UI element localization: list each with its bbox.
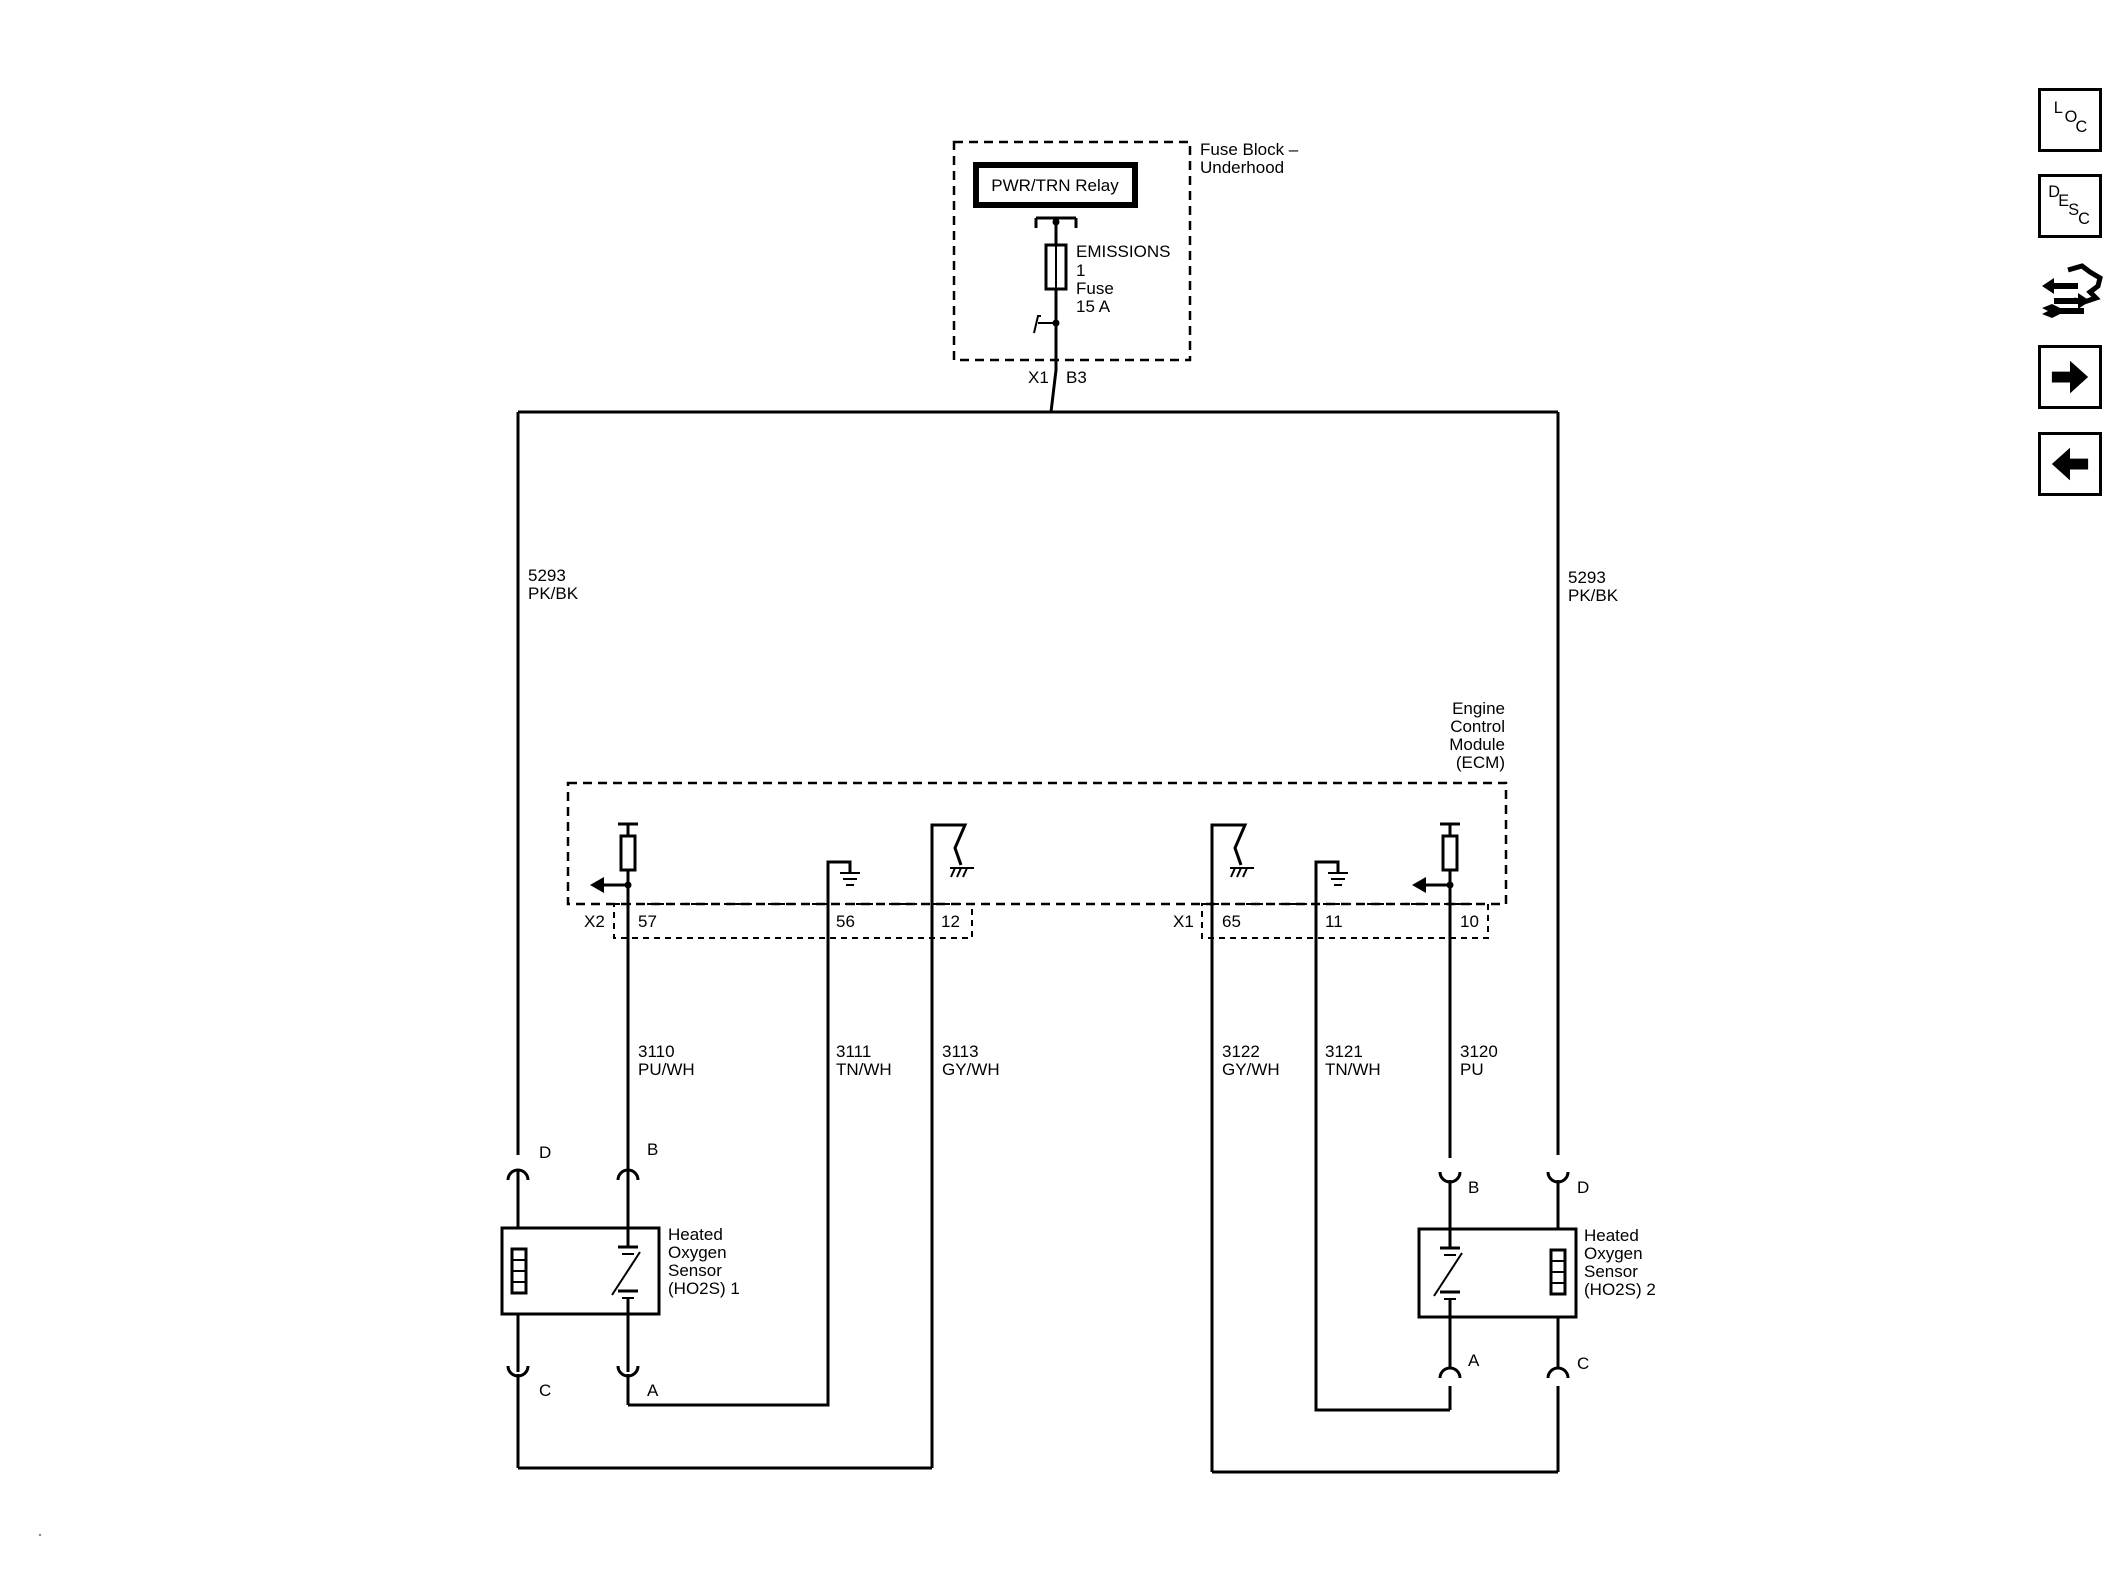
fuse-output-wire bbox=[1049, 323, 1058, 413]
pwr-trn-relay: PWR/TRN Relay bbox=[973, 162, 1138, 208]
ecm-pin-65: 65 bbox=[1222, 912, 1241, 931]
wire-3120-circuit: 3120 bbox=[1460, 1042, 1498, 1061]
fuse-block-title-1: Fuse Block – bbox=[1200, 140, 1299, 159]
sensor2-pin-c: C bbox=[1577, 1354, 1589, 1373]
desc-icon: D E S C bbox=[2048, 183, 2090, 228]
ground-56 bbox=[826, 860, 860, 1125]
location-button[interactable]: L O C bbox=[2038, 88, 2102, 152]
heated-oxygen-sensor-2: B D A C bbox=[1417, 1171, 1589, 1472]
heater-driver-57 bbox=[590, 822, 638, 893]
wire-3110-circuit: 3110 bbox=[638, 1042, 675, 1061]
ecm-pin-10: 10 bbox=[1460, 912, 1479, 931]
wire-3111-color: TN/WH bbox=[836, 1060, 892, 1079]
chassis-ground-65 bbox=[1210, 823, 1254, 1472]
wire-5293-left-circuit: 5293 bbox=[528, 566, 566, 585]
fuse-block-underhood: Fuse Block – Underhood PWR/TRN Relay EMI… bbox=[952, 140, 1299, 387]
sensor2-pin-a: A bbox=[1468, 1351, 1480, 1370]
sensor2-pin-c-connector bbox=[1546, 1366, 1570, 1379]
stray-dot bbox=[38, 1533, 42, 1537]
ecm-connector-x2: X2 bbox=[584, 912, 605, 931]
relay-label: PWR/TRN Relay bbox=[991, 176, 1119, 195]
heater-driver-10 bbox=[1412, 822, 1460, 893]
sensor1-title-2: Oxygen bbox=[668, 1243, 727, 1262]
svg-text:S: S bbox=[2068, 201, 2079, 219]
fuse-number: 1 bbox=[1076, 261, 1085, 280]
ecm-title-2: Control bbox=[1450, 717, 1505, 736]
ecm-title-1: Engine bbox=[1452, 699, 1505, 718]
wire-3111 bbox=[628, 1125, 830, 1407]
ecm-connector-x1: X1 bbox=[1173, 912, 1194, 931]
back-arrow-icon bbox=[2051, 447, 2089, 481]
fuse-rating: 15 A bbox=[1076, 297, 1111, 316]
svg-text:L: L bbox=[2054, 99, 2063, 117]
ecm-title-3: Module bbox=[1449, 735, 1505, 754]
wire-5293-left-color: PK/BK bbox=[528, 584, 579, 603]
fuse-block-connector: X1 bbox=[1028, 368, 1049, 387]
fuse-block-title-2: Underhood bbox=[1200, 158, 1284, 177]
wire-5293-right-circuit: 5293 bbox=[1568, 568, 1606, 587]
ecm-pin-56: 56 bbox=[836, 912, 855, 931]
wire-3121-circuit: 3121 bbox=[1325, 1042, 1363, 1061]
svg-text:C: C bbox=[2078, 210, 2090, 228]
wire-5293-right-color: PK/BK bbox=[1568, 586, 1619, 605]
heated-oxygen-sensor-1: D B C A bbox=[500, 1140, 661, 1468]
wire-3121-color: TN/WH bbox=[1325, 1060, 1381, 1079]
emissions-fuse bbox=[1033, 216, 1078, 334]
fuse-name: EMISSIONS bbox=[1076, 242, 1170, 261]
wire-3110-color: PU/WH bbox=[638, 1060, 695, 1079]
fuse-label: Fuse bbox=[1076, 279, 1114, 298]
next-arrow-icon bbox=[2051, 360, 2089, 394]
sensor2-pin-a-connector bbox=[1438, 1366, 1462, 1379]
svg-text:E: E bbox=[2058, 192, 2069, 210]
wire-3111-circuit: 3111 bbox=[836, 1042, 871, 1061]
ecm-pin-12: 12 bbox=[941, 912, 960, 931]
wire-3122-circuit: 3122 bbox=[1222, 1042, 1260, 1061]
svg-text:O: O bbox=[2065, 108, 2078, 126]
sensor1-title-4: (HO2S) 1 bbox=[668, 1279, 740, 1298]
ecm-title-4: (ECM) bbox=[1456, 753, 1505, 772]
connector-view-button[interactable] bbox=[2038, 258, 2106, 328]
description-button[interactable]: D E S C bbox=[2038, 174, 2102, 238]
sensor1-title-3: Sensor bbox=[668, 1261, 722, 1280]
wire-3122-color: GY/WH bbox=[1222, 1060, 1280, 1079]
sensor1-pin-d-connector bbox=[506, 1168, 530, 1181]
wire-3113-color: GY/WH bbox=[942, 1060, 1000, 1079]
sensor2-title-2: Oxygen bbox=[1584, 1244, 1643, 1263]
sensor2-title-4: (HO2S) 2 bbox=[1584, 1280, 1656, 1299]
svg-text:C: C bbox=[2075, 118, 2087, 136]
back-button[interactable] bbox=[2038, 432, 2102, 496]
chassis-ground-12 bbox=[930, 823, 974, 1468]
sensor2-title-1: Heated bbox=[1584, 1226, 1639, 1245]
wire-3120-color: PU bbox=[1460, 1060, 1484, 1079]
loc-icon: L O C bbox=[2054, 99, 2088, 136]
fuse-block-pin: B3 bbox=[1066, 368, 1087, 387]
sensor2-pin-b: B bbox=[1468, 1178, 1479, 1197]
sensor1-title-1: Heated bbox=[668, 1225, 723, 1244]
connector-view-icon bbox=[2042, 263, 2103, 318]
wire-3121 bbox=[1314, 1125, 1450, 1412]
sensor1-pin-c: C bbox=[539, 1381, 551, 1400]
sensor1-pin-b: B bbox=[647, 1140, 658, 1159]
ecm-pin-57: 57 bbox=[638, 912, 657, 931]
sensor1-pin-d: D bbox=[539, 1143, 551, 1162]
sensor1-pin-a: A bbox=[647, 1381, 659, 1400]
ecm-pin-11: 11 bbox=[1325, 912, 1343, 931]
wire-3113-circuit: 3113 bbox=[942, 1042, 979, 1061]
engine-control-module: Engine Control Module (ECM) X2 57 56 12 … bbox=[566, 699, 1508, 1472]
svg-text:D: D bbox=[2048, 183, 2060, 201]
next-button[interactable] bbox=[2038, 345, 2102, 409]
ground-11 bbox=[1314, 860, 1348, 1125]
sensor2-pin-d: D bbox=[1577, 1178, 1589, 1197]
sensor2-title-3: Sensor bbox=[1584, 1262, 1638, 1281]
